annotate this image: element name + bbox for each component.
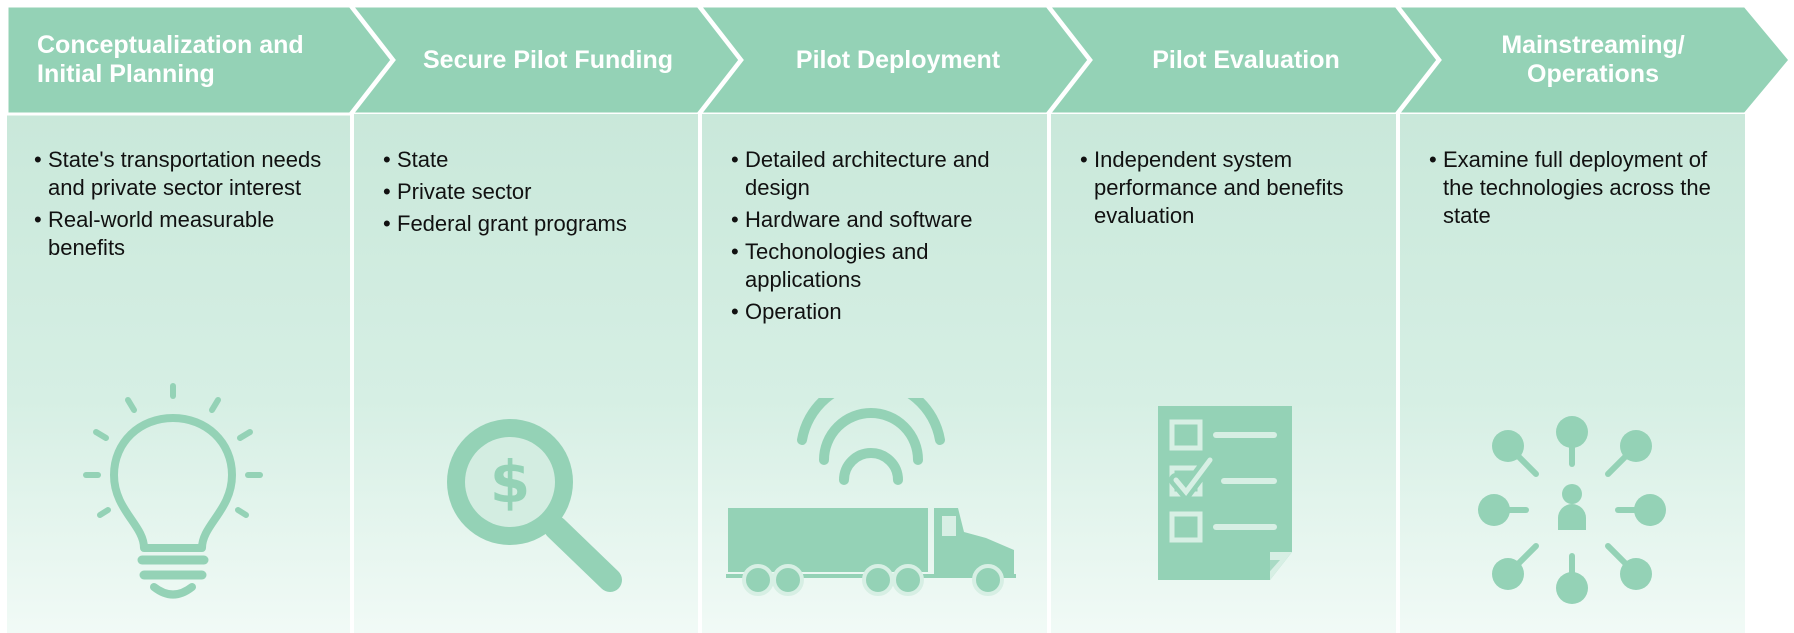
list-item: Private sector	[383, 178, 683, 206]
list-item: State	[383, 146, 683, 174]
dollar-magnifier-icon: $	[447, 419, 622, 592]
stage-header-mainstreaming	[1394, 4, 1792, 116]
list-item: Techonologies and applications	[731, 238, 1031, 294]
list-item: Independent system performance and benef…	[1080, 146, 1350, 230]
stage-header-funding	[348, 4, 742, 116]
stage-header-conceptualization	[5, 4, 394, 116]
list-item: Examine full deployment of the technolog…	[1429, 146, 1719, 230]
chevron-band	[5, 4, 1792, 116]
bullet-list: Detailed architecture and design Hardwar…	[731, 146, 1031, 330]
stage-title: Mainstreaming/ Operations	[1501, 31, 1685, 88]
stage-header-deployment	[696, 4, 1091, 116]
list-item: Detailed architecture and design	[731, 146, 1031, 202]
connected-truck-icon	[726, 398, 1016, 596]
list-item: Operation	[731, 298, 1031, 326]
checklist-icon	[1158, 406, 1292, 580]
stage-title: Pilot Evaluation	[1152, 45, 1340, 74]
stage-header-evaluation	[1045, 4, 1440, 116]
network-hub-icon	[1478, 416, 1666, 604]
list-item: State's transportation needs and private…	[34, 146, 334, 202]
bullet-list: State's transportation needs and private…	[34, 146, 334, 266]
bullet-list: Independent system performance and benef…	[1080, 146, 1350, 234]
lightbulb-icon	[83, 383, 263, 599]
svg-text:$: $	[490, 448, 530, 516]
list-item: Real-world measurable benefits	[34, 206, 334, 262]
bullet-list: State Private sector Federal grant progr…	[383, 146, 683, 242]
stage-title: Conceptualization and Initial Planning	[37, 31, 304, 88]
stage-title: Pilot Deployment	[795, 45, 1001, 74]
bullet-list: Examine full deployment of the technolog…	[1429, 146, 1719, 234]
list-item: Federal grant programs	[383, 210, 683, 238]
stage-title: Secure Pilot Funding	[422, 45, 673, 74]
list-item: Hardware and software	[731, 206, 1031, 234]
